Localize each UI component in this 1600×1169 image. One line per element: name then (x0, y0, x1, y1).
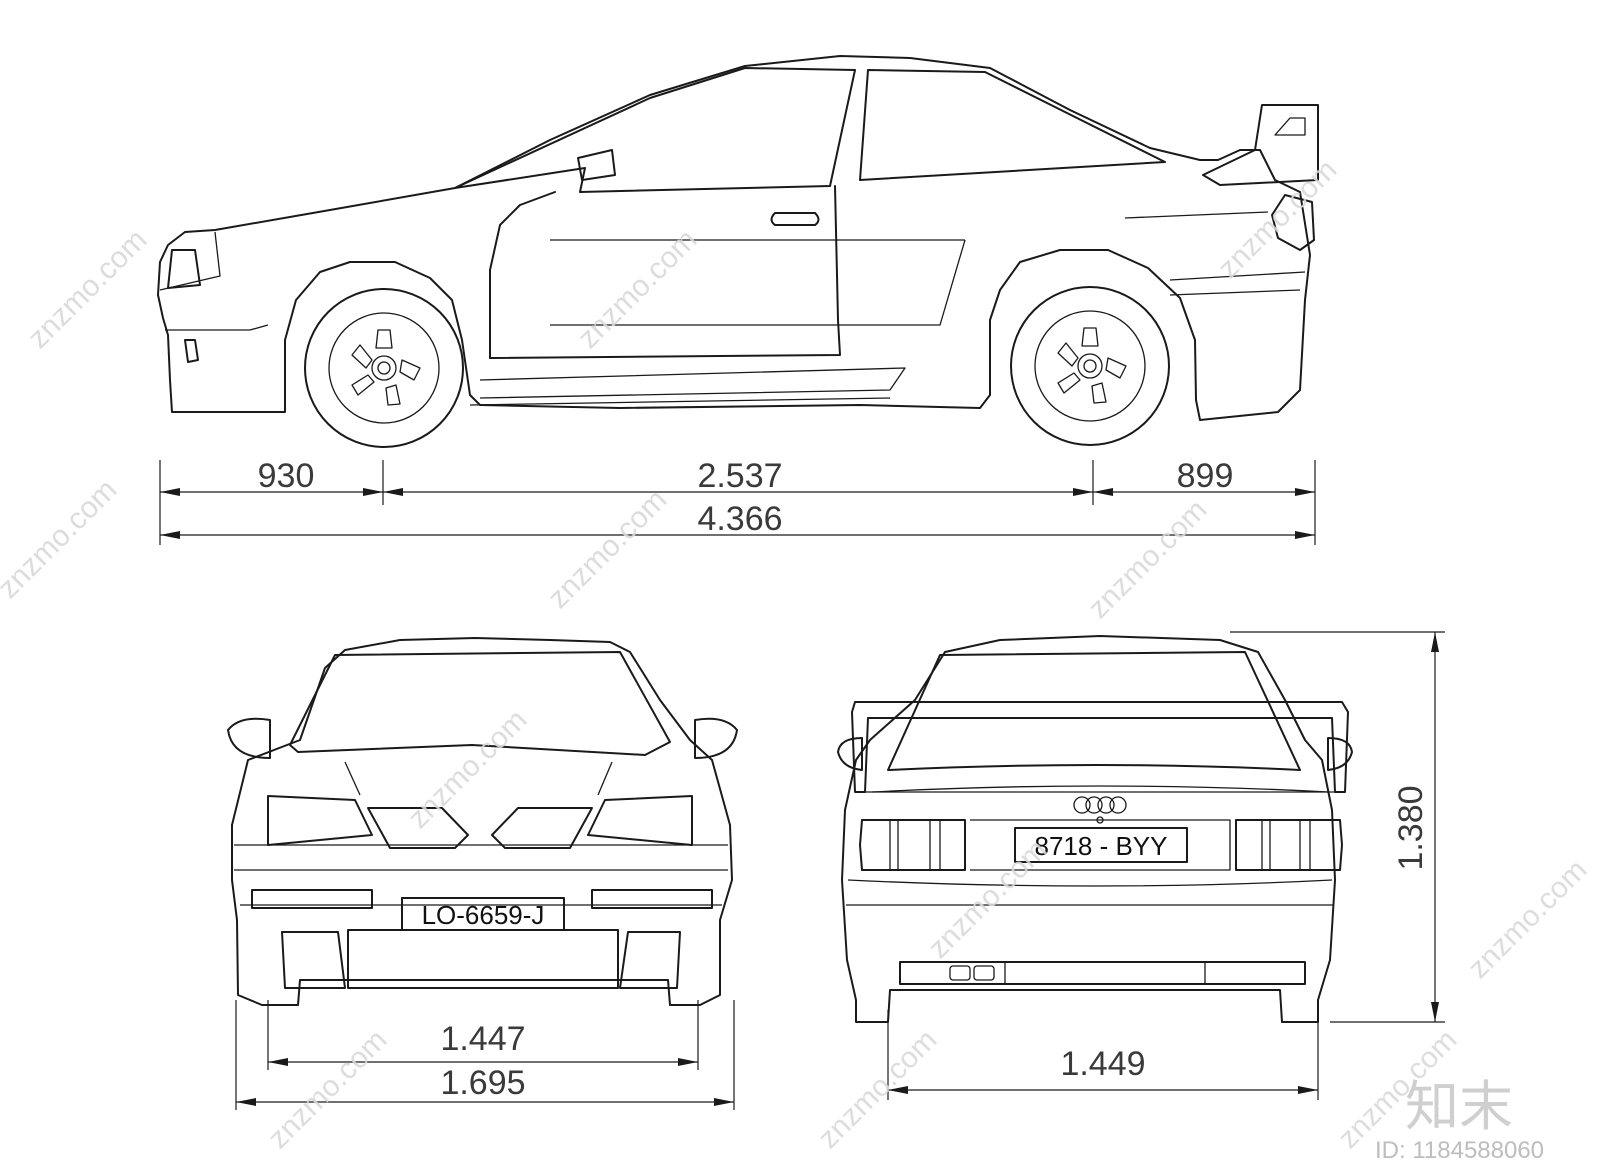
side-dimensions: 930 2.537 899 4.366 (159, 457, 1316, 545)
side-front-wheel (304, 288, 464, 448)
side-fog-light (184, 339, 199, 363)
front-grille-left (367, 807, 469, 849)
front-license-plate-text: LO-6659-J (422, 900, 545, 930)
side-front-window (454, 67, 856, 193)
side-spoiler-cutout (1274, 117, 1306, 136)
side-rear-bumper-lower (1169, 289, 1301, 296)
rear-trunk-line (871, 785, 1329, 793)
rear-exhaust-left (949, 965, 971, 981)
rear-license-plate-text: 8718 - BYY (1035, 831, 1168, 861)
side-front-bumper (165, 324, 269, 331)
front-fog-left (281, 931, 346, 989)
watermark-text: znzmo.com (1462, 853, 1594, 985)
front-headlight-left (267, 795, 373, 846)
rear-view: 8718 - BYY (837, 635, 1353, 1023)
front-mirror-right (694, 717, 738, 759)
watermark-text: znzmo.com (542, 483, 674, 615)
front-hood-left (344, 761, 361, 796)
rear-taillight-right-divider-1 (1261, 820, 1311, 870)
watermark-text: znzmo.com (572, 223, 704, 355)
side-door-stripe-bottom (550, 239, 966, 326)
front-headlight-right (587, 795, 693, 846)
side-rear-crease (1124, 211, 1269, 219)
side-skirt-lower (469, 397, 891, 406)
front-track-label: 1.447 (440, 1020, 525, 1058)
front-indicator-left (251, 889, 373, 909)
front-mirror-left (227, 717, 271, 759)
front-fog-right (619, 931, 681, 989)
watermark-text: znzmo.com (0, 473, 123, 605)
front-air-intake (347, 929, 619, 989)
rear-taillight-left (859, 819, 966, 871)
watermark-logo: 知末 (1405, 1075, 1513, 1138)
side-rear-window (859, 69, 1166, 181)
watermark-text: znzmo.com (1212, 153, 1344, 285)
side-body-outline (157, 55, 1311, 421)
rear-exhaust-right (973, 965, 995, 981)
rear-mirror-left (837, 737, 863, 771)
side-door (489, 185, 841, 359)
overall-height-label: 1.380 (1392, 785, 1430, 870)
front-view: LO-6659-J (227, 637, 738, 1006)
front-grille-right (491, 807, 593, 849)
rear-dimensions: 1.449 1.380 (887, 631, 1445, 1100)
watermark-text: znzmo.com (812, 1023, 944, 1155)
side-rear-spoiler (1202, 104, 1319, 186)
side-skirt-upper (479, 367, 906, 399)
rear-taillight-left-divider-1 (889, 820, 941, 870)
rear-diffuser (899, 961, 1306, 985)
image-id-label: ID: 1184588060 (1375, 1137, 1544, 1164)
watermark-text: znzmo.com (402, 703, 534, 835)
side-headlight (167, 249, 201, 289)
front-overhang-label: 930 (258, 457, 315, 495)
watermark-text: znzmo.com (262, 1023, 394, 1155)
side-hood-line (159, 231, 221, 291)
rear-track-label: 1.449 (1060, 1045, 1145, 1083)
rear-bumper-top (847, 879, 1333, 887)
wheelbase-label: 2.537 (697, 457, 782, 495)
side-door-handle (770, 212, 820, 226)
rear-license-plate (1014, 827, 1188, 863)
rear-overhang-label: 899 (1177, 457, 1234, 495)
front-hood-right (597, 761, 613, 796)
watermark-text: znzmo.com (22, 223, 154, 355)
side-taillight (1271, 194, 1315, 251)
rear-window (887, 651, 1301, 771)
side-rear-wheel (1010, 286, 1170, 446)
side-view (157, 55, 1319, 448)
side-rear-bumper (1169, 271, 1306, 281)
rear-spoiler (851, 701, 1349, 793)
watermark-text: znzmo.com (922, 833, 1054, 965)
front-indicator-right (591, 889, 713, 909)
front-body-outline (231, 637, 733, 1006)
watermark-text: znzmo.com (1082, 493, 1214, 625)
rear-taillight-right (1235, 819, 1343, 871)
side-mirror (577, 149, 616, 181)
watermark-layer: znzmo.com znzmo.com znzmo.com znzmo.com … (0, 153, 1593, 1155)
overall-length-label: 4.366 (697, 500, 782, 538)
overall-width-label: 1.695 (440, 1064, 525, 1102)
rear-mirror-right (1327, 737, 1353, 771)
rear-panel (970, 819, 1231, 871)
rear-badge-rings-icon (1073, 796, 1127, 824)
front-windshield (289, 651, 671, 756)
front-dimensions: 1.447 1.695 (235, 1000, 735, 1110)
